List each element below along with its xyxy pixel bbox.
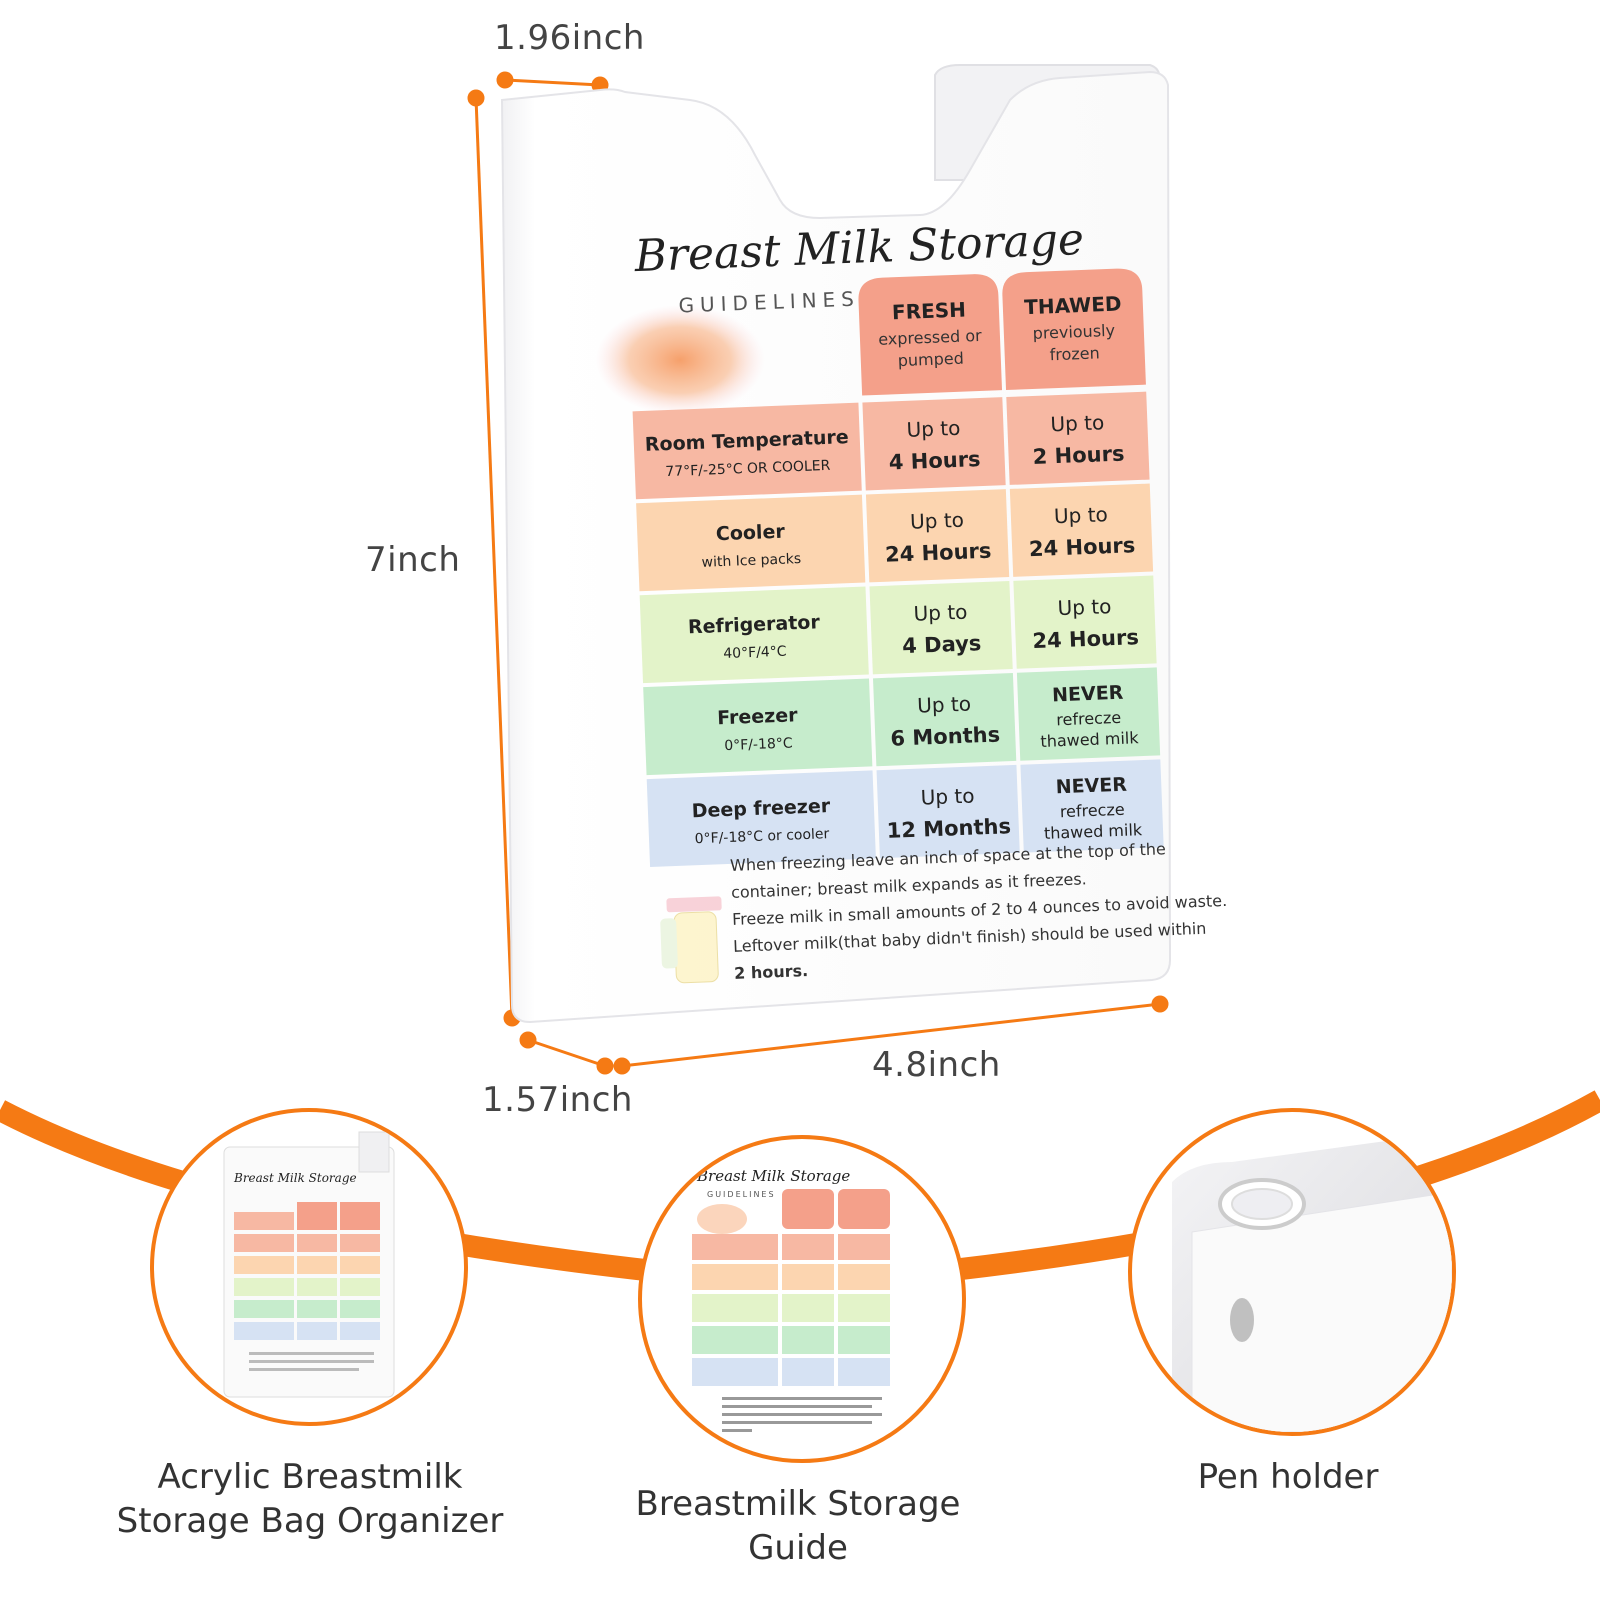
row-4-thawed-line2: refrecze	[1059, 800, 1124, 821]
row-3-cell-1-bg	[873, 672, 1017, 767]
row-0-cell-0-bg	[632, 402, 862, 500]
row-1-cell-0-bg	[636, 494, 866, 592]
row-4-fresh-line1: Up to	[920, 784, 975, 810]
row-3-thawed-line1: NEVER	[1052, 682, 1124, 707]
row-3-fresh-line2: 6 Months	[890, 722, 1001, 750]
row-2-detail: 40°F/4°C	[723, 644, 787, 662]
row-2-cell-2-bg	[1013, 575, 1157, 669]
row-4-cell-1-bg	[876, 764, 1020, 859]
fresh-header-sub2: pumped	[897, 349, 964, 371]
row-1-thawed-line1: Up to	[1054, 502, 1109, 528]
row-3-thawed-line2: refrecze	[1056, 708, 1121, 729]
row-0-thawed-line2: 2 Hours	[1032, 442, 1125, 470]
note-line-2: container; breast milk expands as it fre…	[731, 869, 1087, 902]
row-3-fresh-line1: Up to	[917, 692, 972, 718]
row-1-cell-1-bg	[865, 489, 1010, 583]
row-2-cell-0-bg	[639, 586, 869, 684]
thawed-header-title: THAWED	[1024, 292, 1122, 320]
feature-label-organizer-line2: Storage Bag Organizer	[116, 1501, 504, 1541]
row-2-cell-1-bg	[869, 581, 1013, 675]
row-2-name: Refrigerator	[688, 611, 821, 638]
guide-table: Breast Milk Storage GUIDELINES FRESH exp…	[632, 214, 1228, 984]
row-4-cell-2-bg	[1020, 759, 1164, 853]
feature-circle-pen-holder	[1128, 1108, 1456, 1436]
fresh-header-title: FRESH	[892, 297, 967, 324]
row-4-name: Deep freezer	[691, 795, 831, 822]
row-3-detail: 0°F/-18°C	[724, 735, 793, 754]
feature-label-organizer-line1: Acrylic Breastmilk	[157, 1457, 463, 1497]
note-line-5: 2 hours.	[734, 961, 809, 983]
guide-thumbnail: Breast Milk Storage GUIDELINES	[692, 1167, 890, 1432]
width-label: 4.8inch	[872, 1045, 1001, 1085]
row-3-cell-2-bg	[1016, 667, 1161, 761]
feature-label-pen-holder-line1: Pen holder	[1197, 1457, 1379, 1497]
row-4-thawed-line1: NEVER	[1055, 774, 1127, 799]
feature-circle-guide: Breast Milk Storage GUIDELINES	[638, 1135, 966, 1463]
depth-bottom-label: 1.57inch	[482, 1080, 633, 1120]
feature-label-guide: Breastmilk Storage Guide	[598, 1482, 998, 1570]
feature-label-pen-holder: Pen holder	[1088, 1455, 1488, 1499]
row-1-detail: with Ice packs	[701, 551, 801, 571]
row-2-thawed-line1: Up to	[1057, 594, 1112, 620]
dimension-lines	[467, 71, 1169, 1075]
row-2-thawed-line2: 24 Hours	[1032, 625, 1139, 653]
row-4-thawed-line3: thawed milk	[1044, 820, 1144, 843]
bottle-illustration	[660, 896, 722, 984]
guide-title: Breast Milk Storage	[633, 214, 1085, 282]
feature-label-organizer: Acrylic Breastmilk Storage Bag Organizer	[100, 1455, 520, 1543]
feature-circle-organizer: Breast Milk Storage	[150, 1108, 468, 1426]
storage-guide-card: Breast Milk Storage GUIDELINES FRESH exp…	[632, 214, 1228, 984]
pen-holder-thumbnail	[1172, 1132, 1452, 1432]
row-0-fresh-line1: Up to	[906, 416, 961, 442]
thawed-header-sub2: frozen	[1049, 343, 1100, 364]
row-1-cell-2-bg	[1009, 483, 1154, 577]
feature-label-guide-line1: Breastmilk Storage	[635, 1484, 961, 1524]
row-1-fresh-line2: 24 Hours	[885, 539, 992, 567]
row-3-thawed-line3: thawed milk	[1040, 728, 1140, 751]
row-2-fresh-line2: 4 Days	[902, 631, 982, 658]
row-0-fresh-line2: 4 Hours	[888, 447, 981, 475]
row-1-fresh-line1: Up to	[910, 508, 965, 534]
thawed-header-sub1: previously	[1032, 321, 1115, 343]
organizer-thumbnail: Breast Milk Storage	[223, 1131, 395, 1398]
svg-text:GUIDELINES: GUIDELINES	[707, 1190, 776, 1199]
depth-top-label: 1.96inch	[494, 18, 645, 58]
notes-block: When freezing leave an inch of space at …	[730, 839, 1228, 983]
guide-subtitle: GUIDELINES	[678, 287, 860, 318]
height-label: 7inch	[365, 540, 461, 580]
row-2-fresh-line1: Up to	[913, 600, 968, 626]
row-4-fresh-line2: 12 Months	[886, 814, 1011, 843]
svg-text:Breast Milk Storage: Breast Milk Storage	[233, 1171, 357, 1185]
row-4-cell-0-bg	[646, 770, 876, 868]
svg-text:Breast Milk Storage: Breast Milk Storage	[696, 1167, 850, 1185]
fresh-header-bg	[858, 274, 1003, 396]
row-4-detail: 0°F/-18°C or cooler	[694, 826, 829, 847]
thawed-header-bg	[1002, 268, 1146, 391]
row-1-thawed-line2: 24 Hours	[1029, 533, 1136, 561]
row-0-detail: 77°F/-25°C OR COOLER	[665, 458, 831, 480]
row-3-cell-0-bg	[643, 678, 873, 776]
feature-label-guide-line2: Guide	[748, 1528, 848, 1568]
row-0-thawed-line1: Up to	[1050, 410, 1105, 436]
row-1-name: Cooler	[716, 521, 786, 546]
row-0-cell-2-bg	[1006, 391, 1150, 485]
row-3-name: Freezer	[717, 704, 799, 729]
fresh-header-sub1: expressed or	[878, 326, 982, 349]
row-0-cell-1-bg	[862, 397, 1006, 491]
